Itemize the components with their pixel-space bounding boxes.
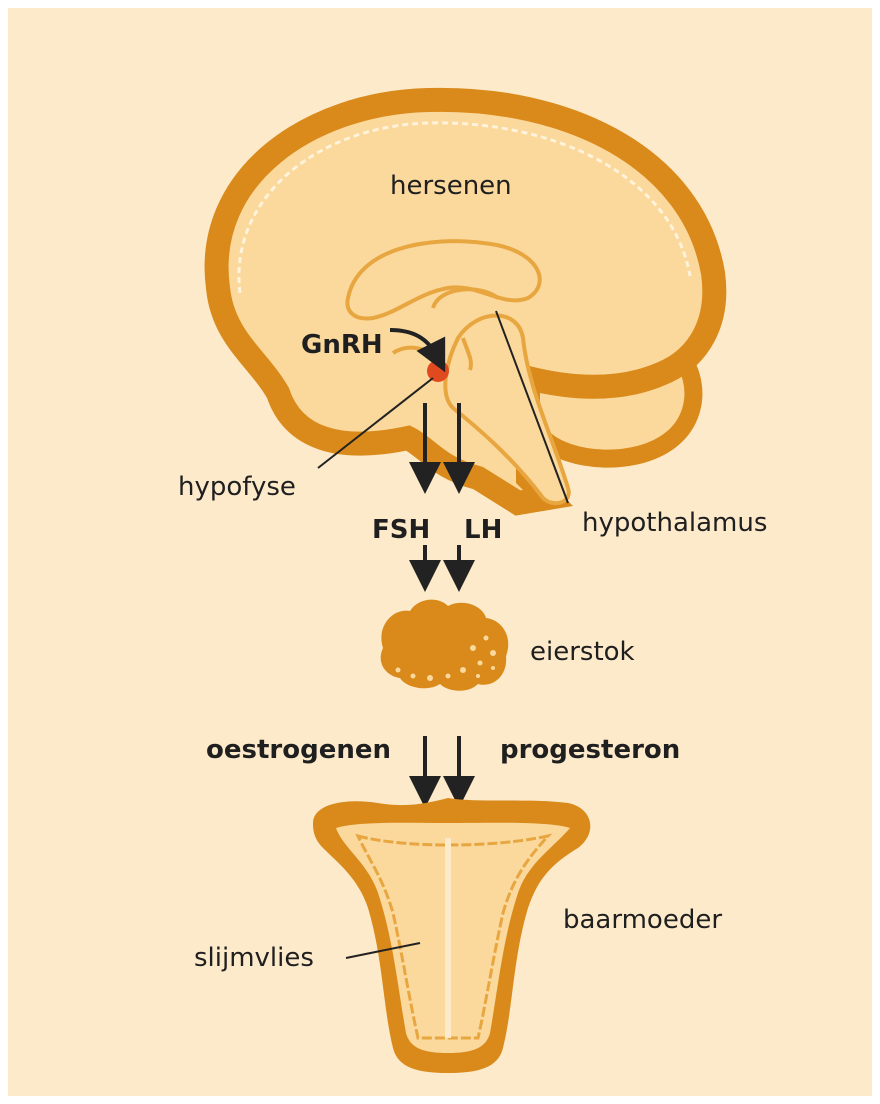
label-fsh: FSH	[372, 515, 430, 545]
ovary-follicle	[476, 674, 480, 678]
ovary-follicle	[491, 666, 495, 670]
label-gnrh: GnRH	[301, 330, 383, 360]
ovary-follicle	[490, 650, 496, 656]
ovary-follicle	[478, 661, 483, 666]
label-lh: LH	[464, 515, 502, 545]
label-hypofyse: hypofyse	[178, 472, 296, 502]
ovary-follicle	[470, 645, 476, 651]
label-progesteron: progesteron	[500, 735, 680, 765]
ovary-follicle	[396, 668, 401, 673]
label-eierstok: eierstok	[530, 637, 635, 667]
hypofyse-gland	[427, 360, 449, 382]
ovary-follicle	[460, 667, 466, 673]
ovary-follicle	[427, 675, 433, 681]
label-slijmvlies: slijmvlies	[194, 943, 314, 973]
label-oestrogenen: oestrogenen	[206, 735, 391, 765]
ovary-follicle	[484, 636, 489, 641]
label-baarmoeder: baarmoeder	[563, 905, 722, 935]
label-hersenen: hersenen	[390, 171, 512, 201]
ovary-follicle	[411, 674, 416, 679]
diagram-panel: hersenen GnRH hypofyse hypothalamus FSH …	[8, 8, 872, 1096]
label-hypothalamus: hypothalamus	[582, 508, 767, 538]
ovary-follicle	[446, 674, 451, 679]
